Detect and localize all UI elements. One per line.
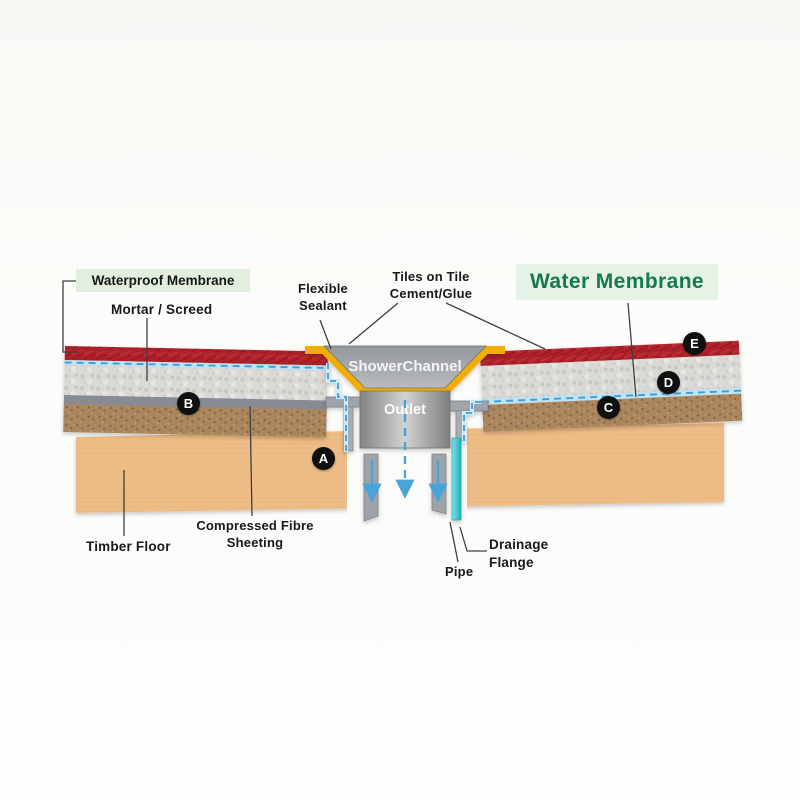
flexible-sealant-label: Flexible Sealant xyxy=(297,281,348,313)
outlet-label: Outlet xyxy=(384,402,426,418)
membrane-dash-left xyxy=(64,361,328,370)
tiles-on-cement-label: Tiles on Tile Cement/Glue xyxy=(389,269,473,301)
drainage-flange-label: Drainage Flange xyxy=(489,537,549,570)
leader-pipe xyxy=(449,521,459,563)
mortar-layer-left xyxy=(63,364,328,401)
badge-a: A xyxy=(312,447,335,470)
leader-drainage-flange xyxy=(459,526,487,552)
badge-c: C xyxy=(597,396,620,419)
mortar-screed-label: Mortar / Screed xyxy=(111,302,213,317)
layer-stack-left xyxy=(63,346,328,438)
leader-tiles-left xyxy=(348,302,399,345)
waterproof-membrane-label: Waterproof Membrane xyxy=(76,269,250,292)
leader-compressed-fibre xyxy=(249,405,253,517)
drainage-flange-strip xyxy=(451,437,462,521)
timber-floor-label: Timber Floor xyxy=(86,539,171,554)
compressed-fibre-label: Compressed Fibre Sheeting xyxy=(196,518,314,550)
membrane-band-left xyxy=(64,359,328,371)
leader-lines xyxy=(62,280,637,563)
membrane-bend-right-dash xyxy=(463,401,481,443)
drain-assembly xyxy=(305,345,505,522)
badge-d: D xyxy=(657,371,680,394)
leader-flexible-sealant xyxy=(319,319,332,350)
leader-water-membrane xyxy=(627,302,637,398)
shower-channel-body xyxy=(323,345,487,389)
water-membrane-title: Water Membrane xyxy=(516,264,718,300)
mounting-flange-right xyxy=(447,400,489,412)
leader-waterproof-membrane xyxy=(62,280,80,353)
tile-layer-right xyxy=(480,340,740,366)
pipe-label: Pipe xyxy=(445,564,474,579)
membrane-bend-left-dash xyxy=(327,363,347,452)
badge-e: E xyxy=(683,332,706,355)
subfloor-layer-left xyxy=(63,403,327,438)
leader-tiles-right xyxy=(445,302,546,350)
shower-channel-label: ShowerChannel xyxy=(348,358,461,375)
tile-layer-left xyxy=(64,346,328,366)
badge-b: B xyxy=(177,392,200,415)
